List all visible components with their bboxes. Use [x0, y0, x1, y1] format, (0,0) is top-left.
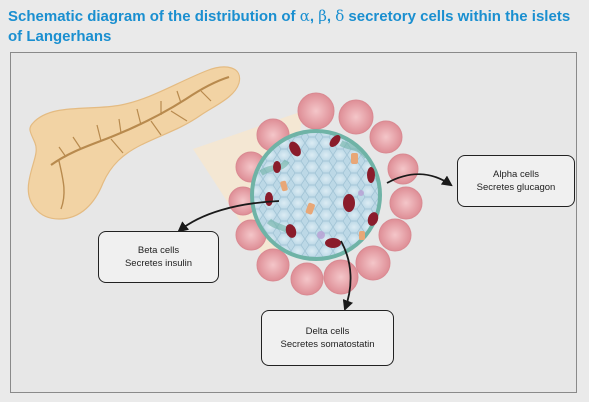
alpha-cells-function: Secretes glucagon — [476, 182, 556, 193]
beta-cells-title: Beta cells — [137, 245, 180, 256]
title-delta: δ — [335, 7, 345, 25]
delta-cells-function: Secretes somatostatin — [280, 339, 375, 350]
title-beta: β — [318, 7, 327, 25]
arrow-to-beta — [177, 200, 280, 233]
acinar-cells — [228, 92, 423, 296]
beta-cells-function: Secretes insulin — [124, 258, 193, 269]
title-prefix: Schematic diagram of the distribution of — [8, 8, 300, 25]
diagram-title: Schematic diagram of the distribution of… — [8, 6, 583, 47]
alpha-cells-label: Alpha cells Secretes glucagon — [457, 155, 575, 207]
diagram-panel: Alpha cells Secretes glucagon Beta cells… — [10, 52, 577, 393]
delta-cells-title: Delta cells — [305, 326, 350, 337]
arrow-to-alpha — [386, 173, 453, 187]
delta-cells-label: Delta cells Secretes somatostatin — [261, 310, 394, 366]
pancreas-illustration — [27, 66, 241, 220]
title-sep-1: , — [309, 8, 319, 25]
alpha-cells-title: Alpha cells — [493, 169, 539, 180]
title-alpha: α — [299, 7, 310, 25]
title-sep-2: , — [326, 8, 336, 25]
beta-cells-label: Beta cells Secretes insulin — [98, 231, 219, 283]
arrow-to-delta — [340, 240, 354, 312]
diagram-illustration — [27, 66, 453, 312]
title-suffix: secretory cells within the islets of Lan… — [8, 8, 571, 45]
alpha-cell-markers — [265, 135, 379, 248]
islet-of-langerhans — [250, 129, 382, 261]
delta-cell-markers — [280, 153, 365, 240]
beta-cell-accents — [317, 190, 364, 239]
